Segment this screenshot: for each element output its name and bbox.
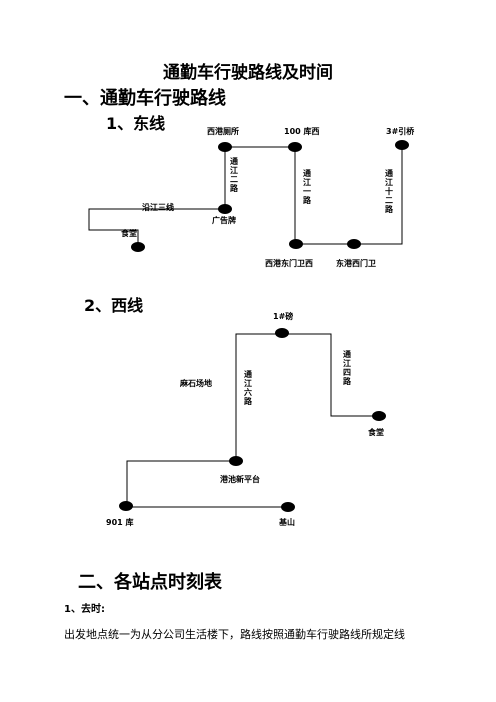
label-road-tongjiang4: 通江四路 bbox=[343, 350, 351, 386]
label-shitang-east: 食堂 bbox=[121, 229, 137, 238]
label-road-tongjiang1: 通江一路 bbox=[303, 169, 311, 205]
west-route-line-lower bbox=[126, 460, 288, 508]
stop-marker-xigang-dongmen bbox=[289, 239, 303, 249]
label-901ku: 901 库 bbox=[106, 518, 134, 527]
west-route-stops bbox=[119, 328, 386, 512]
section2-paragraph: 出发地点统一为从分公司生活楼下，路线按照通勤车行驶路线所规定线 bbox=[64, 628, 405, 641]
label-jishan: 基山 bbox=[279, 518, 295, 527]
label-yanjiang-sanxian: 沿江三线 bbox=[142, 203, 174, 212]
west-route-lines bbox=[126, 333, 378, 508]
label-3-yinqiao: 3#引桥 bbox=[386, 127, 415, 136]
stop-marker-100ku-xi bbox=[288, 142, 302, 152]
stop-marker-donggang-ximen bbox=[347, 239, 361, 249]
label-mashi-changdi: 麻石场地 bbox=[180, 379, 212, 388]
west-route-line-upper bbox=[235, 333, 378, 461]
label-donggang-ximen: 东港西门卫 bbox=[336, 259, 376, 268]
label-xigang-dongmen: 西港东门卫西 bbox=[265, 259, 313, 268]
stop-marker-901ku bbox=[119, 501, 133, 511]
label-shitang-west: 食堂 bbox=[368, 428, 384, 437]
label-road-tongjiang12: 通江十二路 bbox=[385, 169, 393, 214]
label-1-bang: 1#磅 bbox=[273, 312, 294, 321]
label-road-tongjiang2: 通江二路 bbox=[230, 157, 238, 193]
section2-subheading: 1、去时: bbox=[64, 604, 105, 615]
label-xinpingtai: 港池新平台 bbox=[220, 475, 260, 484]
east-line-heading: 1、东线 bbox=[106, 114, 166, 133]
stop-marker-shitang-west bbox=[372, 411, 386, 421]
stop-marker-shitang-east bbox=[131, 242, 145, 252]
stop-marker-1-bang bbox=[275, 328, 289, 338]
stop-marker-xigang-changsuo bbox=[218, 142, 232, 152]
east-route-stops bbox=[131, 140, 409, 252]
east-route-line-main bbox=[88, 146, 403, 247]
label-xigang-changsuo: 西港厕所 bbox=[207, 127, 239, 136]
label-road-tongjiang6: 通江六路 bbox=[244, 370, 252, 406]
stop-marker-jishan bbox=[281, 502, 295, 512]
label-guanggaopai: 广告牌 bbox=[212, 216, 236, 225]
east-route-lines bbox=[88, 146, 403, 247]
document-title: 通勤车行驶路线及时间 bbox=[163, 63, 333, 83]
label-100ku-xi: 100 库西 bbox=[284, 127, 320, 136]
section2-heading: 二、各站点时刻表 bbox=[78, 572, 222, 593]
west-line-heading: 2、西线 bbox=[84, 296, 144, 315]
stop-marker-guanggaopai bbox=[218, 204, 232, 214]
section1-heading: 一、通勤车行驶路线 bbox=[64, 88, 226, 109]
stop-marker-3-yinqiao bbox=[395, 140, 409, 150]
stop-marker-xinpingtai bbox=[229, 456, 243, 466]
